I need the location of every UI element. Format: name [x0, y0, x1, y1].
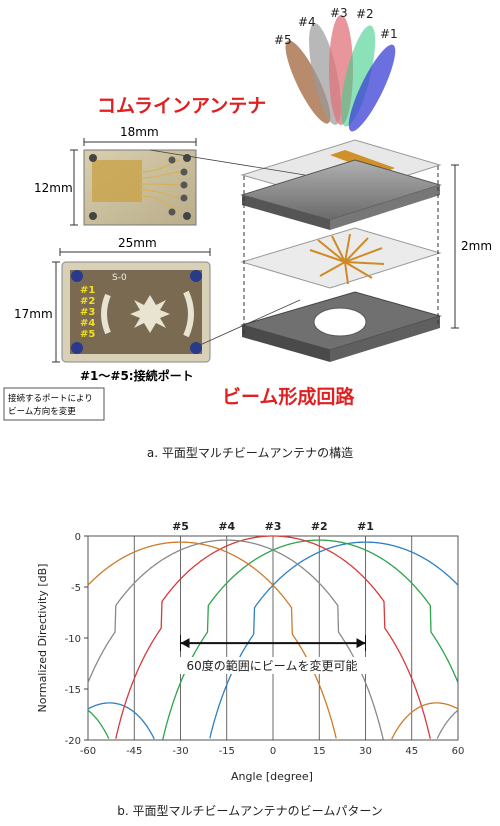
y-tick-label: -10 [65, 634, 81, 645]
exploded-stack: 2mm [149, 139, 492, 362]
port-label-3: #3 [80, 307, 95, 318]
beam-5 [285, 40, 331, 124]
dim-stack-height: 2mm [461, 239, 492, 253]
x-tick-label: -30 [172, 746, 188, 757]
x-tick-label: 15 [313, 746, 326, 757]
figure-a-caption: a. 平面型マルチビームアンテナの構造 [146, 446, 354, 460]
x-axis-label: Angle [degree] [231, 770, 313, 783]
beam-label-0: #1 [380, 27, 398, 41]
y-tick-label: -5 [71, 583, 81, 594]
y-tick-label: -20 [65, 736, 81, 747]
series-label-5: #5 [172, 520, 189, 533]
dim-bottom-height: 17mm [14, 307, 53, 321]
note-line-2: ビーム方向を変更 [8, 406, 76, 417]
series-line-5 [87, 541, 459, 740]
series-label-1: #1 [357, 520, 374, 533]
x-tick-label: 0 [270, 746, 276, 757]
beamforming-circuit-photo: 25mm 17mm S-0 #1 #2 #3 #4 #5 #1～#5:接続ポート… [3, 236, 211, 421]
beam-1 [348, 44, 396, 132]
x-tick-label: 45 [405, 746, 418, 757]
series-label-3: #3 [265, 520, 282, 533]
x-tick-label: 60 [452, 746, 465, 757]
series-line-4 [87, 539, 459, 740]
annotation-text: 60度の範囲にビームを変更可能 [187, 658, 358, 673]
dim-top-width: 18mm [120, 125, 159, 139]
annotation-arrow-left [180, 638, 190, 649]
series-label-2: #2 [311, 520, 328, 533]
port-label-5: #5 [80, 329, 95, 340]
beamforming-circuit-title: ビーム形成回路 [222, 385, 355, 408]
y-axis-label: Normalized Directivity [dB] [36, 564, 49, 713]
beam-label-4: #5 [274, 33, 292, 47]
beam-label-3: #4 [298, 15, 316, 29]
series-line-2 [87, 539, 459, 740]
x-tick-label: 30 [359, 746, 372, 757]
beam-2 [340, 25, 376, 127]
y-tick-label: 0 [75, 532, 81, 543]
antenna-structure-diagram: #5 #4 #3 #2 #1 コムラインアンテナ ビーム形成回路 18mm 12… [3, 6, 492, 421]
dim-top-height: 12mm [34, 181, 73, 195]
beam-label-1: #2 [356, 7, 374, 21]
port-label-1: #1 [80, 285, 95, 296]
beam-label-2: #3 [330, 6, 348, 20]
board-label: S-0 [112, 273, 127, 283]
combline-antenna-title: コムラインアンテナ [97, 95, 266, 117]
annotation-background [172, 657, 372, 674]
port-label-4: #4 [80, 318, 95, 329]
figure-b-caption: b. 平面型マルチビームアンテナのビームパターン [117, 804, 383, 818]
note-line-1: 接続するポートにより [8, 393, 93, 404]
series-line-1 [87, 541, 459, 740]
series-line-3 [115, 535, 431, 739]
y-tick-label: -15 [65, 685, 81, 696]
plot-area: -60 -45 -30 -15 0 15 30 45 60 0 -5 -10 -15 -20 #1 #2 #3 #… [65, 520, 465, 757]
x-tick-label: -15 [219, 746, 235, 757]
beam-lobes [285, 15, 396, 132]
x-tick-label: -60 [80, 746, 96, 757]
annotation-arrow-right [356, 638, 366, 649]
x-tick-label: -45 [126, 746, 142, 757]
combline-antenna-photo: 18mm 12mm [34, 125, 197, 226]
series-label-4: #4 [218, 520, 235, 533]
beam-labels: #5 #4 #3 #2 #1 [274, 6, 398, 47]
port-label-2: #2 [80, 296, 95, 307]
beam-pattern-chart: -60 -45 -30 -15 0 15 30 45 60 0 -5 -10 -15 -20 #1 #2 #3 #… [36, 520, 465, 783]
dim-bottom-width: 25mm [118, 236, 157, 250]
ports-caption: #1～#5:接続ポート [80, 368, 194, 383]
